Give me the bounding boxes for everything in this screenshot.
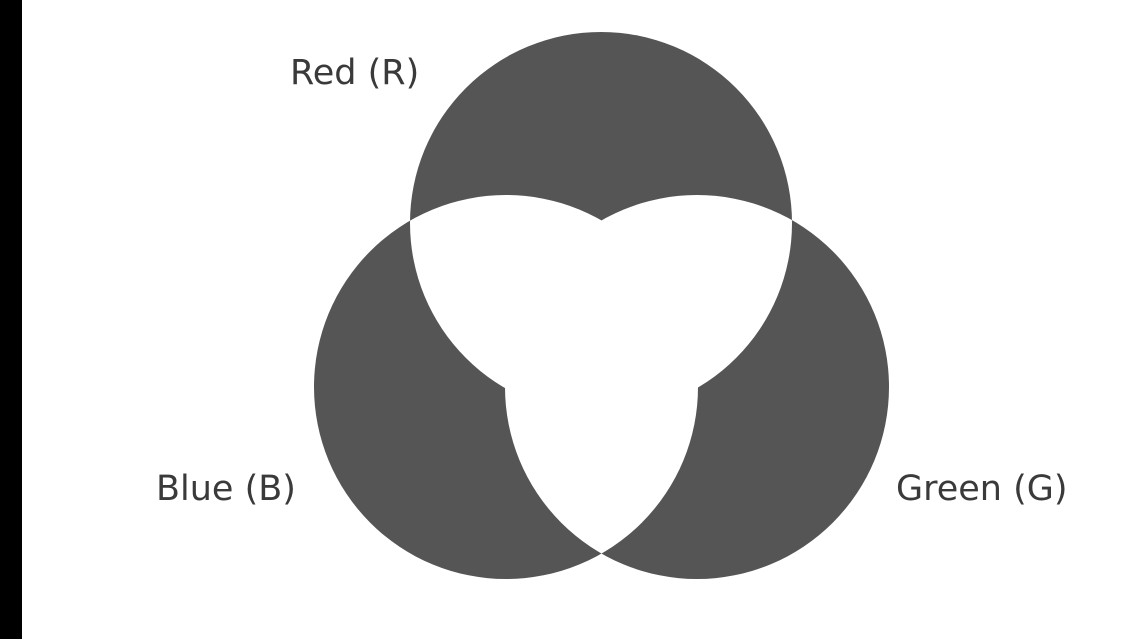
left-edge-bar	[0, 0, 22, 639]
green-label: Green (G)	[896, 469, 1068, 509]
blue-label: Blue (B)	[156, 469, 296, 509]
red-label: Red (R)	[290, 53, 419, 93]
blue-green-overlap	[505, 195, 698, 579]
